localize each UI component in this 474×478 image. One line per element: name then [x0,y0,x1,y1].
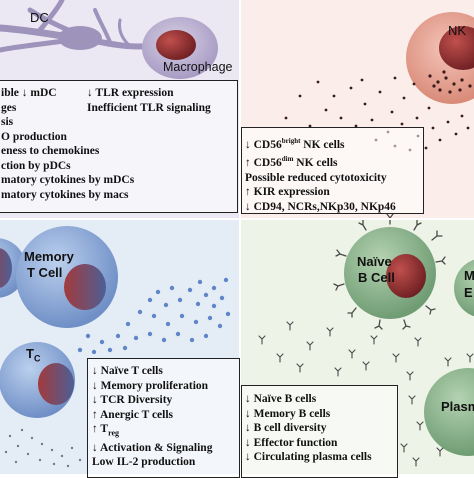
memory-b-cell [454,259,474,317]
t-cell-effects-list: ↓ Naïve T cells ↓ Memory proliferation ↓… [92,364,212,470]
dc-effect-item: O production [1,130,67,143]
plasma-label: Plasm [441,399,474,414]
b-cell-receptors [333,213,446,330]
cytotoxic-t-nucleus [38,363,74,405]
nk-effect-item: ↑ CD56dim NK cells [245,155,338,170]
dc-effect-item: matory cytokines by mDCs [1,174,135,186]
b-cell-effect-item: ↓ Memory B cells [245,407,331,420]
nk-granules [428,70,472,94]
b-cell-effects-list: ↓ Naïve B cells ↓ Memory B cells ↓ B cel… [245,392,372,465]
nk-effect-item: ↓ CD94, NCRs,NKp30, NKp46 [245,200,396,213]
dc-macrophage-effects-box: ible ↓ mDC ges sis O production eness to… [0,80,238,213]
plasma-cell [424,368,474,456]
dc-effect-item: ction by pDCs [1,159,71,172]
memory-t-label-2: T Cell [27,265,63,280]
dc-effect-item: ges [1,101,17,114]
macrophage-label: Macrophage [163,60,233,74]
b-cell-effect-item: ↓ Naïve B cells [245,393,317,405]
nk-effect-item: Possible reduced cytotoxicity [245,171,387,184]
memory-t-label-1: Memory [24,249,74,264]
nk-effect-item: ↓ CD56bright NK cells [245,137,345,151]
macrophage-nucleus [156,30,196,60]
b-cell-effects-box: ↓ Naïve B cells ↓ Memory B cells ↓ B cel… [241,385,398,478]
nk-effect-item: ↑ KIR expression [245,186,330,199]
memory-t-nucleus [64,264,106,310]
naive-b-nucleus [386,254,426,298]
t-cell-effect-item: ↓ Memory proliferation [92,379,209,392]
nk-label: NK [448,23,467,38]
dc-label: DC [30,10,49,25]
t-cell-small-dots [4,428,82,468]
nk-effects-box: ↓ CD56bright NK cells ↑ CD56dim NK cells… [241,127,424,214]
t-cell-effect-item: ↑ Anergic T cells [92,408,174,421]
dc-effect-item: eness to chemokines [1,145,100,157]
t-cell-effect-item: ↓ TCR Diversity [92,394,173,406]
t-cell-effect-item: Low IL-2 production [92,456,196,469]
quadrant-divider-horizontal [0,218,474,220]
free-antibodies [258,321,474,467]
naive-b-label-1: Naïve [357,254,392,269]
t-cell-particles [77,277,231,355]
b-cell-effect-item: ↓ Effector function [245,436,338,449]
quadrant-divider-vertical [239,0,241,474]
tc-subscript: C [33,353,41,364]
macrophage-effect-item: Inefficient TLR signaling [87,101,211,114]
t-cell-effects-box: ↓ Naïve T cells ↓ Memory proliferation ↓… [87,358,240,478]
naive-b-label-2: B Cell [358,270,395,285]
nk-effects-list: ↓ CD56bright NK cells ↑ CD56dim NK cells… [245,134,396,214]
dc-effect-item: ible ↓ mDC [1,87,57,99]
t-cell-left-nucleus [0,248,12,288]
memory-b-label-1: M [464,268,474,283]
macrophage-effect-item: ↓ TLR expression [87,87,174,99]
dc-effects-list-left: ible ↓ mDC ges sis O production eness to… [1,86,134,202]
t-cell-effect-item: ↓ Activation & Signaling [92,441,213,454]
t-cell-effect-item: ↑ Treg [92,423,120,438]
dc-effect-item: matory cytokines by macs [1,188,129,201]
tc-label: TC [26,346,41,364]
macrophage-effects-list: ↓ TLR expression Inefficient TLR signali… [87,86,211,115]
memory-b-label-2: E [464,285,473,300]
dc-effect-item: sis [1,116,14,128]
t-cell-effect-item: ↓ Naïve T cells [92,365,163,377]
b-cell-effect-item: ↓ Circulating plasma cells [245,451,372,463]
nk-nucleus [439,26,474,70]
b-cell-effect-item: ↓ B cell diversity [245,422,327,434]
